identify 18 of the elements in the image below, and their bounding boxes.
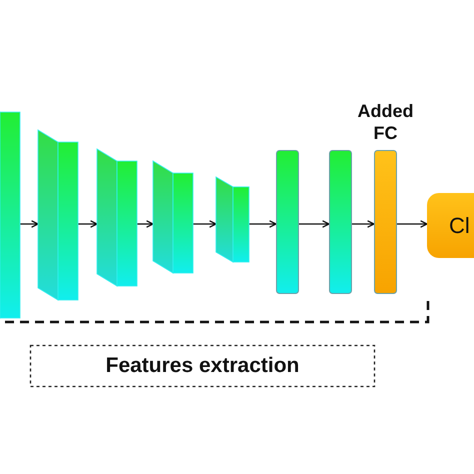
layer-block — [153, 161, 193, 273]
layer-block — [38, 130, 78, 300]
arrow — [397, 220, 428, 228]
layer-bar — [329, 150, 352, 294]
arrow — [78, 220, 98, 228]
arrow — [299, 220, 330, 228]
output-label: Cl — [449, 212, 470, 238]
arrow — [249, 220, 277, 228]
label-box — [30, 345, 375, 387]
arrow — [352, 220, 375, 228]
section-label: Features extraction — [104, 353, 300, 379]
layer-block — [216, 177, 249, 262]
layer-block — [97, 149, 137, 286]
arrow — [137, 220, 154, 228]
layer-bar — [276, 150, 299, 294]
layer-label: Added FC — [356, 100, 414, 144]
arrow — [20, 220, 39, 228]
arrow — [193, 220, 217, 228]
